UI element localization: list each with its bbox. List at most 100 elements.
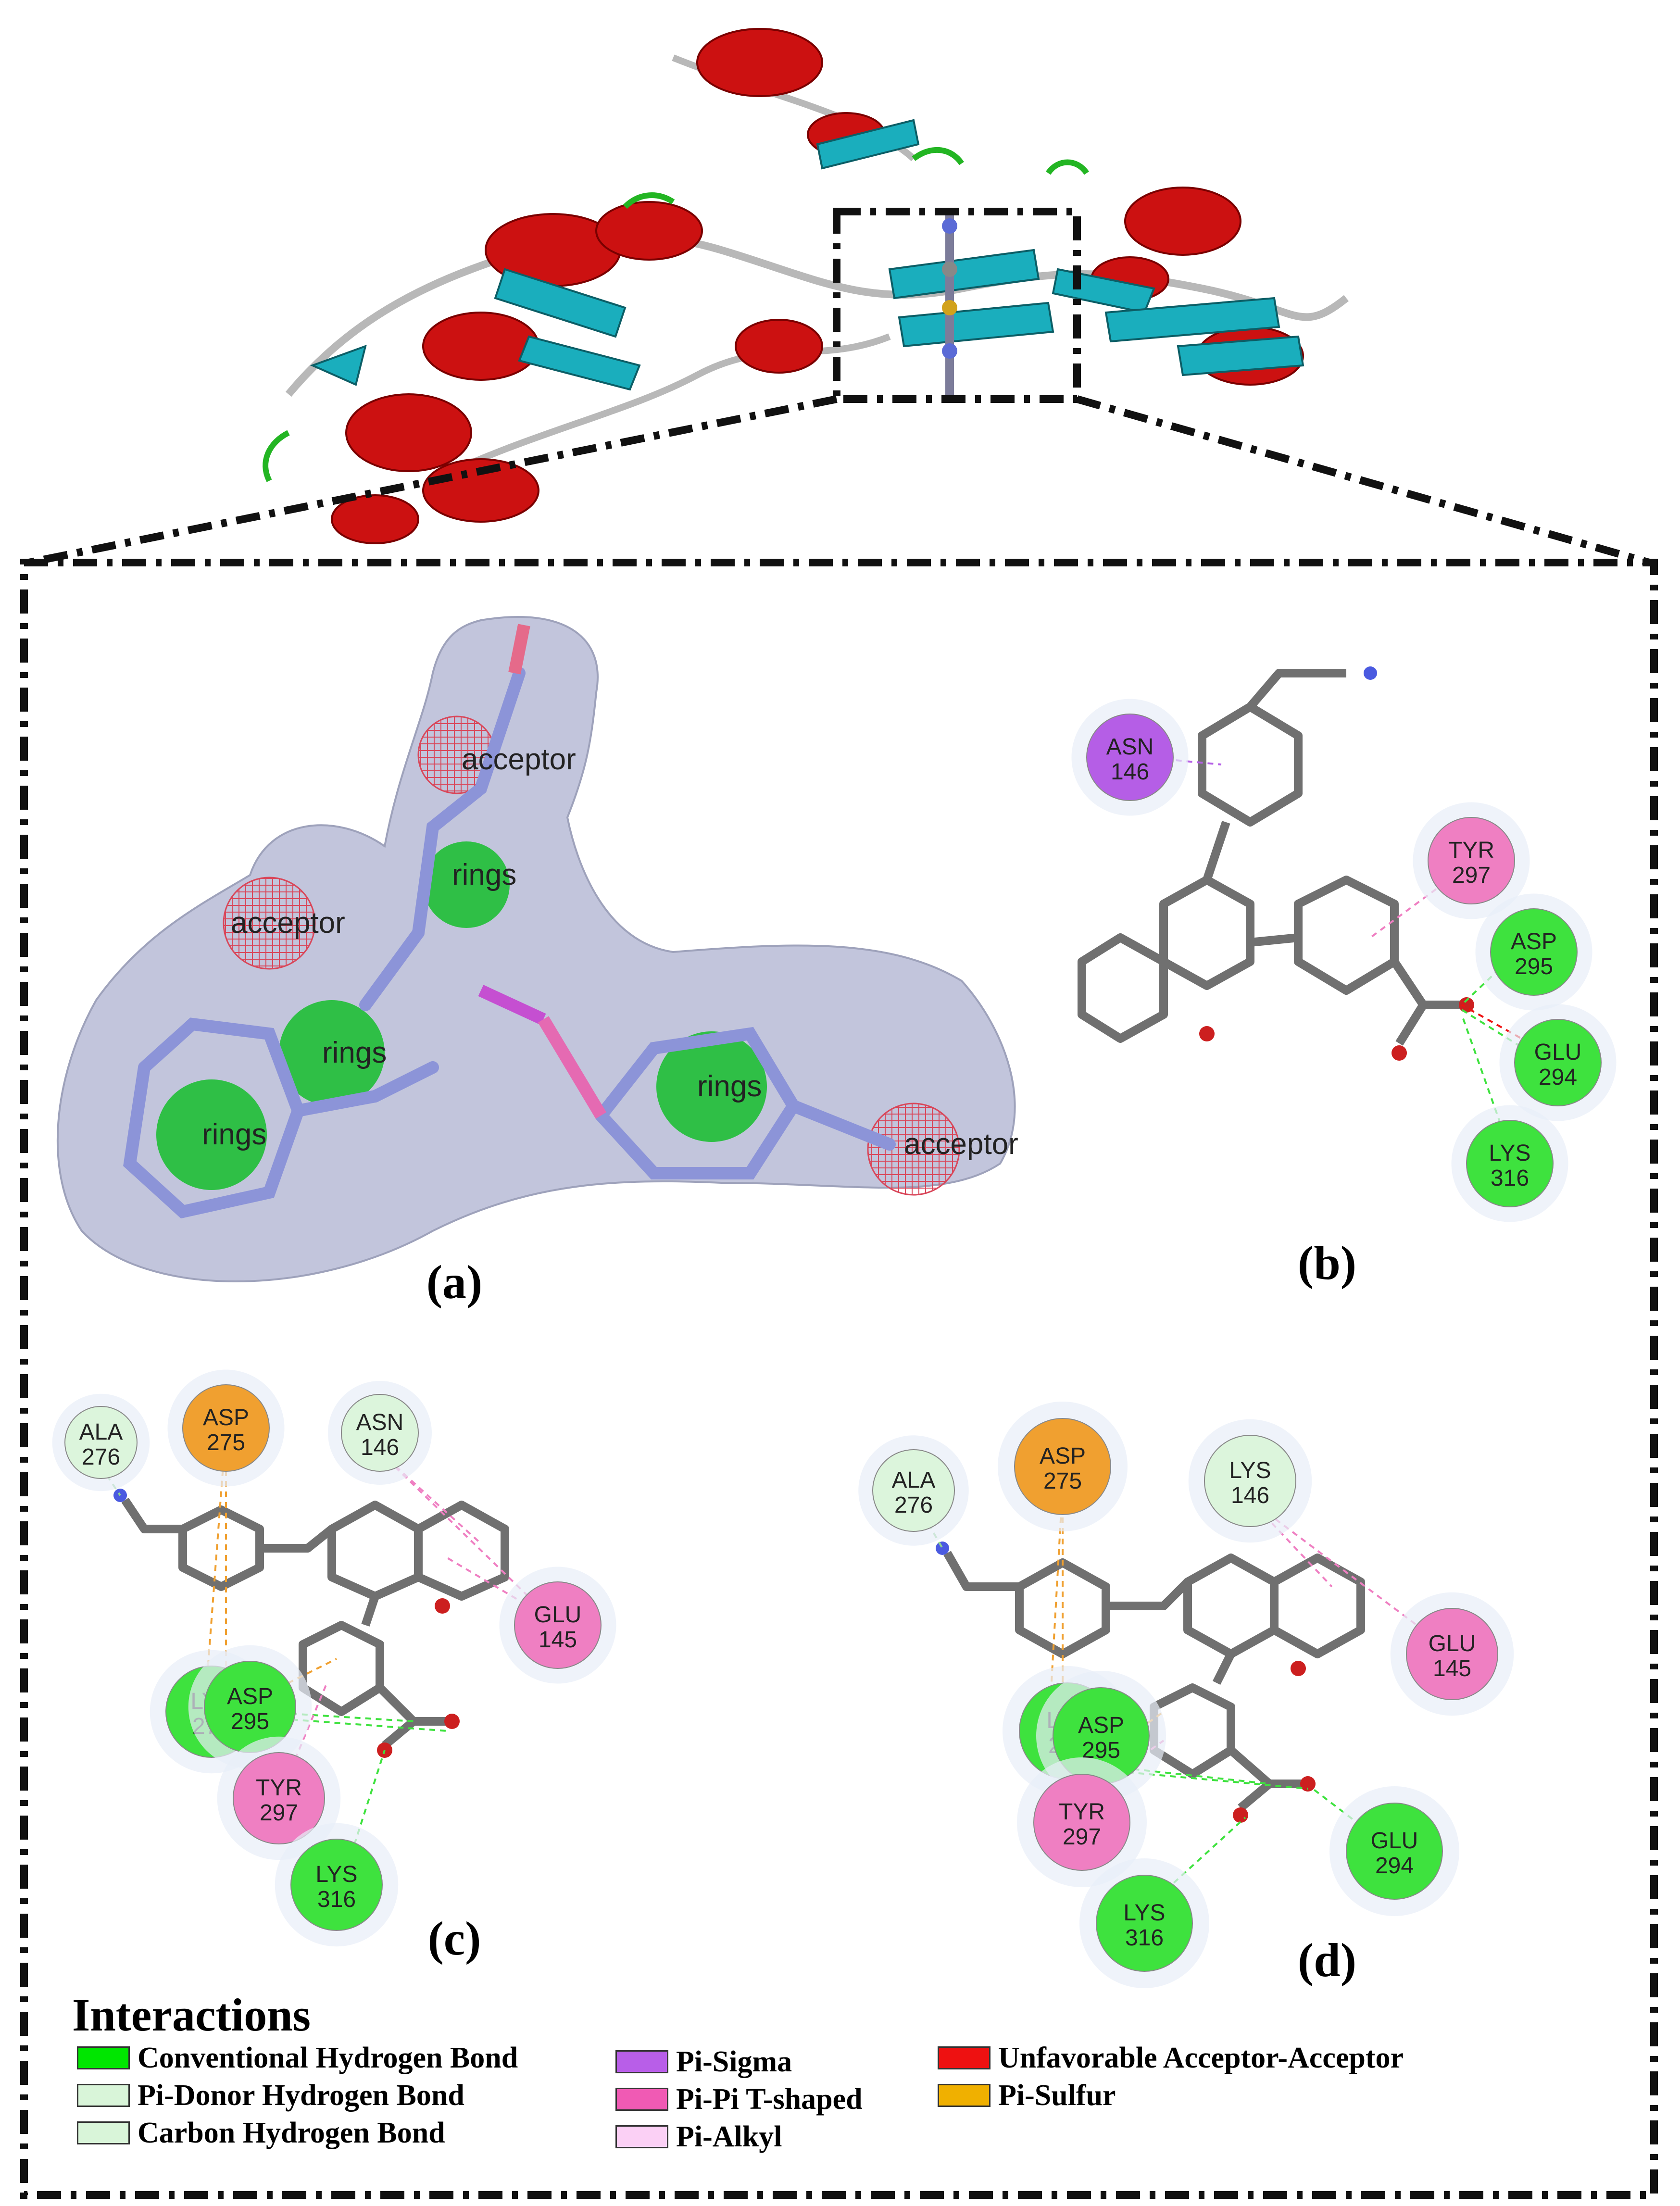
panel-b-label: (b) xyxy=(1298,1236,1356,1290)
protein-ribbon xyxy=(263,28,1349,544)
ring-sphere xyxy=(656,1031,767,1142)
legend-item: Carbon Hydrogen Bond xyxy=(77,2114,445,2152)
legend-title: Interactions xyxy=(72,1989,311,2041)
residue-name: TYR xyxy=(1448,838,1494,863)
legend-label: Pi-Sulfur xyxy=(998,2079,1116,2112)
legend-label: Carbon Hydrogen Bond xyxy=(138,2116,445,2149)
residue-disc xyxy=(514,1581,602,1669)
acceptor-sphere xyxy=(223,877,316,970)
legend-item: Pi-Pi T-shaped xyxy=(615,2080,863,2118)
legend-swatch xyxy=(615,2125,668,2148)
residue-number: 295 xyxy=(1515,954,1553,979)
residue-number: 145 xyxy=(1433,1656,1471,1681)
legend-label: Pi-Pi T-shaped xyxy=(676,2082,863,2116)
residue-name: GLU xyxy=(1429,1631,1476,1656)
residue-name: ASN xyxy=(356,1410,404,1435)
residue-name: LYS xyxy=(1229,1458,1271,1483)
legend-label: Conventional Hydrogen Bond xyxy=(138,2041,518,2074)
pharm-label-acceptor-3: acceptor xyxy=(904,1128,1018,1161)
residue-number: 294 xyxy=(1375,1853,1414,1879)
pharm-label-rings-4: rings xyxy=(697,1070,762,1103)
residue-number: 275 xyxy=(207,1430,245,1455)
legend-label: Pi-Sigma xyxy=(676,2045,792,2078)
residue-number: 295 xyxy=(231,1709,269,1734)
residue-name: GLU xyxy=(534,1602,582,1628)
legend-item: Pi-Donor Hydrogen Bond xyxy=(77,2076,464,2115)
residue-disc xyxy=(872,1449,955,1532)
pharm-label-rings-3: rings xyxy=(202,1118,266,1151)
residue-number: 316 xyxy=(1125,1925,1164,1951)
legend-item: Pi-Alkyl xyxy=(615,2118,782,2156)
legend-label: Pi-Donor Hydrogen Bond xyxy=(138,2079,464,2112)
legend-swatch xyxy=(77,2084,130,2107)
legend-swatch xyxy=(77,2121,130,2144)
residue-disc xyxy=(1096,1875,1193,1972)
binding-site-box xyxy=(833,208,1081,403)
residue-number: 276 xyxy=(82,1444,120,1470)
residue-disc xyxy=(1033,1774,1130,1871)
residue-disc xyxy=(341,1394,419,1472)
legend-label: Unfavorable Acceptor-Acceptor xyxy=(998,2041,1404,2074)
panel-d-label: (d) xyxy=(1298,1933,1356,1987)
panel-a-label: (a) xyxy=(426,1255,483,1309)
residue-name: ASP xyxy=(1511,929,1557,954)
panel-c-2d-diagram: ALA276ASP275ASN146GLU145LYS273ASP295TYR2… xyxy=(52,1369,616,1947)
residue-name: ASN xyxy=(1106,734,1154,760)
legend-swatch xyxy=(615,2088,668,2111)
residue-name: LYS xyxy=(315,1862,357,1887)
ligand-in-pocket xyxy=(942,212,957,399)
detail-frame xyxy=(20,559,1658,2199)
residue-name: ASP xyxy=(227,1684,273,1709)
residue-disc xyxy=(1428,817,1515,904)
legend-item: Pi-Sigma xyxy=(615,2043,792,2081)
residue-number: 316 xyxy=(1491,1166,1529,1191)
ring-sphere xyxy=(156,1079,267,1190)
residue-number: 297 xyxy=(1063,1824,1101,1850)
pharm-label-acceptor-1: acceptor xyxy=(462,743,576,776)
residue-disc xyxy=(182,1384,270,1472)
residue-name: ASP xyxy=(1040,1443,1086,1469)
legend-item: Conventional Hydrogen Bond xyxy=(77,2039,518,2077)
residue-number: 297 xyxy=(1452,863,1491,888)
residue-name: ASP xyxy=(203,1405,249,1430)
residue-number: 146 xyxy=(361,1435,399,1460)
residue-number: 275 xyxy=(1043,1468,1082,1494)
residue-number: 297 xyxy=(260,1800,298,1826)
pharm-label-rings-2: rings xyxy=(322,1036,387,1069)
residue-disc xyxy=(1466,1120,1554,1207)
residue-disc xyxy=(1490,908,1578,996)
residue-disc xyxy=(1406,1608,1498,1700)
residue-name: ALA xyxy=(892,1467,936,1493)
pharm-label-acceptor-2: acceptor xyxy=(231,906,345,940)
residue-number: 316 xyxy=(317,1887,356,1912)
legend-swatch xyxy=(938,2046,990,2069)
residue-disc xyxy=(1514,1019,1602,1106)
residue-disc xyxy=(1204,1435,1296,1527)
ring-sphere xyxy=(423,841,510,928)
panel-a-pharmacophore: acceptor rings acceptor rings rings acce… xyxy=(56,616,1018,1282)
pharm-label-rings-1: rings xyxy=(452,858,516,891)
legend-label: Pi-Alkyl xyxy=(676,2120,782,2153)
legend-swatch xyxy=(615,2050,668,2073)
residue-disc xyxy=(1014,1418,1111,1515)
panel-d-2d-diagram: ALA276ASP275LYS146GLU145LYS273ASP295TYR2… xyxy=(858,1402,1514,1988)
residue-name: LYS xyxy=(1123,1900,1165,1926)
residue-number: 294 xyxy=(1539,1065,1577,1090)
legend-item: Unfavorable Acceptor-Acceptor xyxy=(938,2039,1404,2077)
residue-disc xyxy=(1086,714,1174,801)
